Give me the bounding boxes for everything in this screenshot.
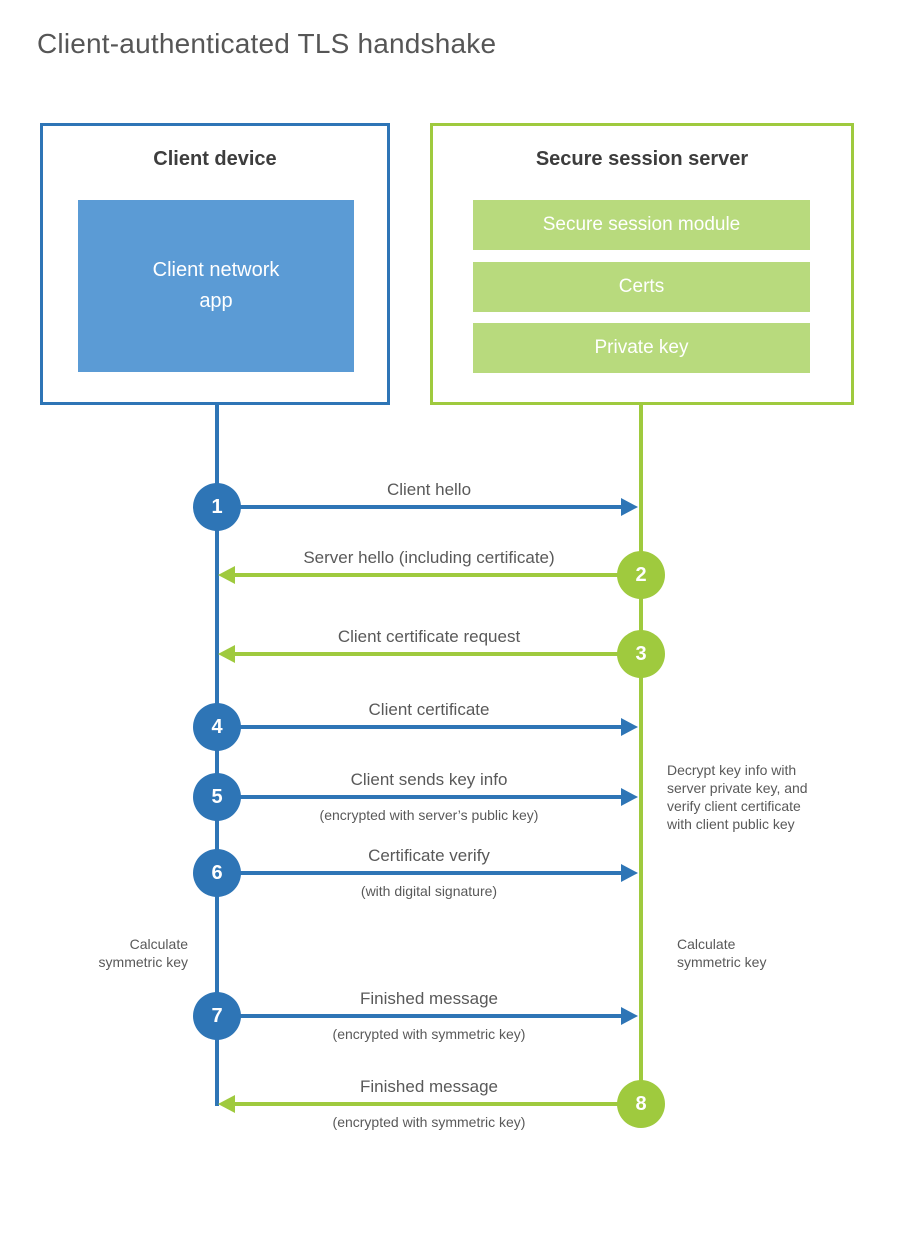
- message-2-label: Server hello (including certificate): [303, 548, 555, 567]
- message-4-label: Client certificate: [368, 700, 490, 719]
- client-network-app-box: Client network app: [78, 200, 354, 372]
- message-6-sublabel: (with digital signature): [360, 883, 498, 899]
- arrow-right-icon: [621, 498, 638, 516]
- arrow-left-icon: [218, 566, 235, 584]
- arrow-shaft: [235, 573, 641, 577]
- server-module-private-key: Private key: [473, 323, 810, 373]
- step-8-badge: 8: [617, 1080, 665, 1128]
- server-lifeline: [639, 405, 643, 1106]
- message-5-sublabel: (encrypted with server’s public key): [319, 807, 539, 823]
- arrow-shaft: [217, 505, 623, 509]
- message-7-label: Finished message: [360, 989, 498, 1008]
- secure-session-server-box: Secure session server Secure session mod…: [430, 123, 854, 405]
- step-7-badge: 7: [193, 992, 241, 1040]
- server-module-secure-session: Secure session module: [473, 200, 810, 250]
- arrow-shaft: [235, 652, 641, 656]
- arrow-right-icon: [621, 788, 638, 806]
- arrow-shaft: [217, 871, 623, 875]
- page-title: Client-authenticated TLS handshake: [37, 28, 497, 59]
- step-3-badge: 3: [617, 630, 665, 678]
- client-device-heading: Client device: [153, 148, 277, 170]
- message-6-label: Certificate verify: [368, 846, 490, 865]
- server-calculate-key-note: Calculate symmetric key: [677, 936, 767, 970]
- message-7-sublabel: (encrypted with symmetric key): [332, 1026, 526, 1042]
- step-6-badge: 6: [193, 849, 241, 897]
- arrow-shaft: [235, 1102, 641, 1106]
- step-1-badge: 1: [193, 483, 241, 531]
- message-8-label: Finished message: [360, 1077, 498, 1096]
- message-1-label: Client hello: [386, 480, 472, 499]
- server-heading: Secure session server: [535, 148, 749, 170]
- message-8-sublabel: (encrypted with symmetric key): [332, 1114, 526, 1130]
- step-4-badge: 4: [193, 703, 241, 751]
- arrow-left-icon: [218, 645, 235, 663]
- arrow-right-icon: [621, 718, 638, 736]
- client-device-box: Client device Client network app: [40, 123, 390, 405]
- arrow-right-icon: [621, 1007, 638, 1025]
- arrow-shaft: [217, 1014, 623, 1018]
- step-5-badge: 5: [193, 773, 241, 821]
- arrow-right-icon: [621, 864, 638, 882]
- message-3-label: Client certificate request: [337, 627, 521, 646]
- server-module-certs: Certs: [473, 262, 810, 312]
- arrow-shaft: [217, 795, 623, 799]
- step-2-badge: 2: [617, 551, 665, 599]
- arrow-shaft: [217, 725, 623, 729]
- client-calculate-key-note: Calculate symmetric key: [98, 936, 188, 970]
- message-5-label: Client sends key info: [350, 770, 508, 789]
- arrow-left-icon: [218, 1095, 235, 1113]
- server-decrypt-note: Decrypt key info with server private key…: [667, 762, 808, 832]
- client-lifeline: [215, 405, 219, 1106]
